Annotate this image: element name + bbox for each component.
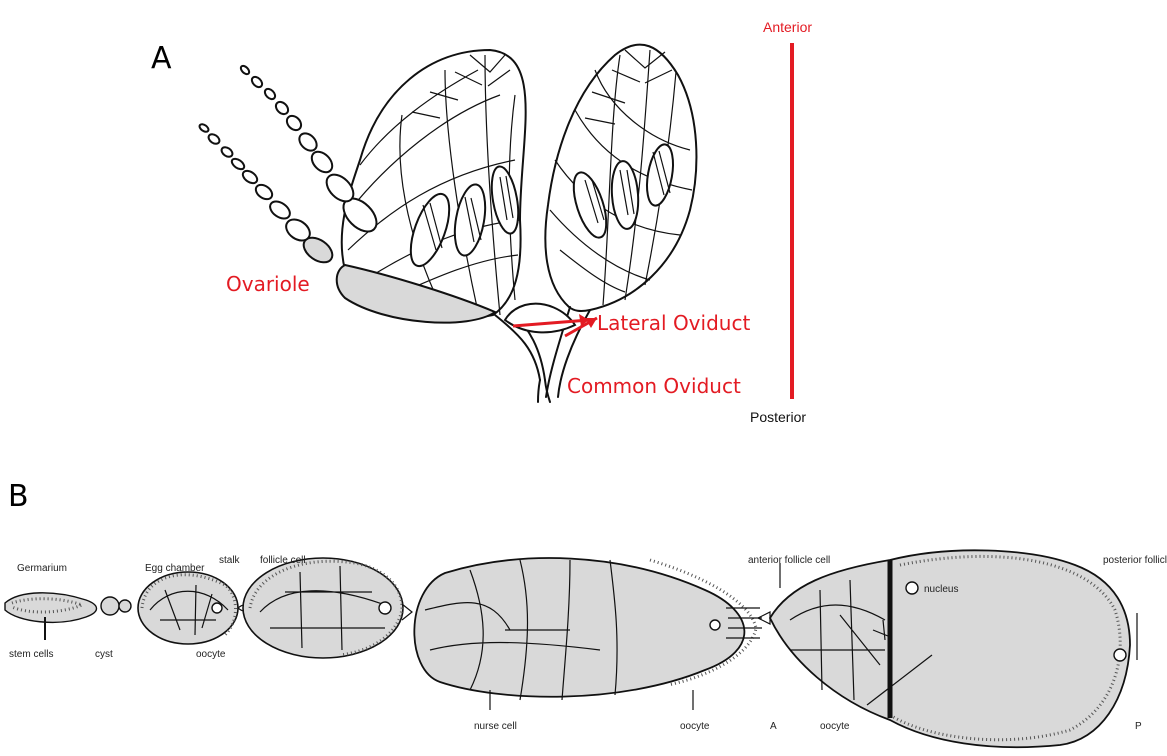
oocyte-label-3: oocyte [820,721,850,732]
right-ovary [545,45,696,311]
anterior-follicle-cell-label: anterior follicle cell [748,555,830,566]
nucleus-label: nucleus [924,584,958,595]
posterior-follicle-cell-label: posterior follicle cell [1103,555,1167,566]
panel-b-label: B [8,479,29,514]
early-egg-chambers: Egg chamber stalk follicle cell oocyte [138,555,412,660]
oocyte-label-2: oocyte [680,721,710,732]
germarium: Germarium stem cells cyst [5,563,131,660]
panel-a-label: A [151,41,172,76]
lateral-oviduct-label: Lateral Oviduct [597,311,750,335]
nurse-cell-label: nurse cell [474,721,517,732]
p-label: P [1135,721,1142,732]
a-label: A [770,721,777,732]
egg-chamber-label: Egg chamber [145,563,205,574]
ovariole-label: Ovariole [226,272,310,296]
posterior-label: Posterior [750,409,806,425]
common-oviduct-label: Common Oviduct [567,374,741,398]
panel-b: B Germarium stem cells cyst Egg chamber … [5,479,1167,747]
follicle-cell-label: follicle cell [260,555,306,566]
anterior-label: Anterior [763,19,812,35]
panel-a: A [151,19,812,425]
germarium-label: Germarium [17,563,67,574]
mid-egg-chamber: nurse cell oocyte [414,558,762,732]
late-egg-chamber: anterior follicle cell posterior follicl… [748,550,1167,747]
stem-cells-label: stem cells [9,649,53,660]
stalk-label: stalk [219,555,241,566]
cyst-label: cyst [95,649,113,660]
oocyte-label: oocyte [196,649,226,660]
